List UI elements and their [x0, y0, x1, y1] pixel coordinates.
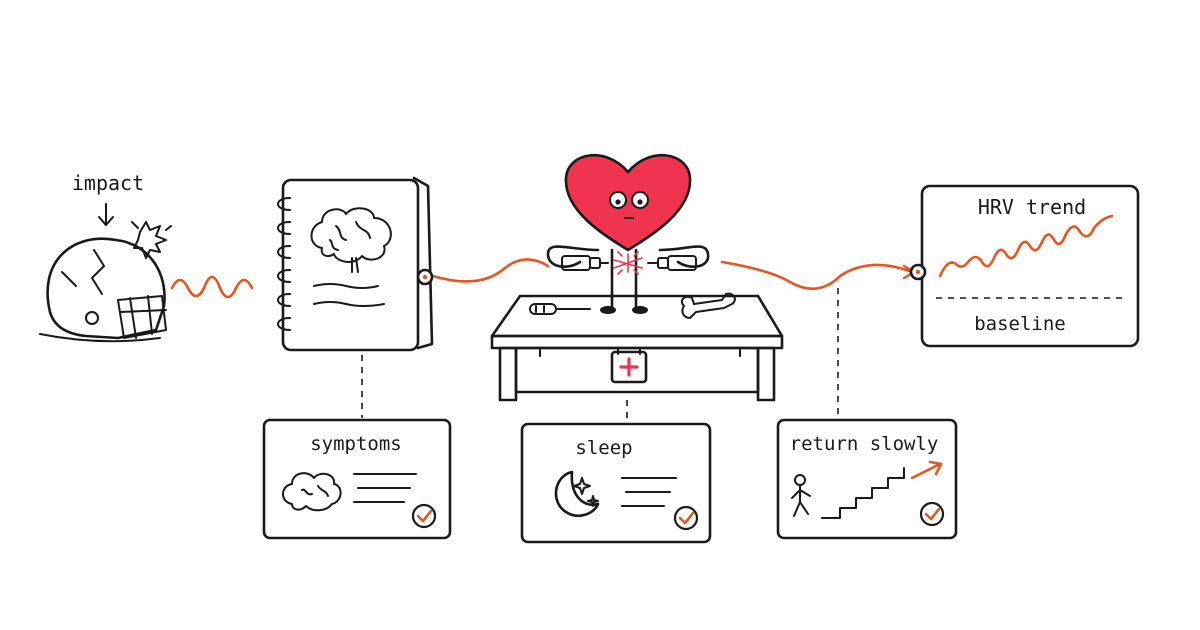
- moon-stars-icon: [554, 470, 600, 517]
- up-right-arrow-icon: [910, 460, 943, 480]
- card-return-slowly-title: return slowly: [790, 433, 939, 455]
- walking-person-icon: [791, 474, 811, 517]
- card-sleep: sleep: [520, 422, 712, 544]
- spiral-notebook-icon: [277, 176, 434, 352]
- card-symptoms: symptoms: [262, 418, 452, 540]
- hrv-trend-title: HRV trend: [978, 195, 1086, 219]
- impact-label: impact: [72, 171, 144, 195]
- card-return-slowly: return slowly: [776, 418, 958, 540]
- wrench-icon: [680, 292, 736, 319]
- impact-burst-icon: [131, 221, 172, 259]
- hrv-trend-panel: HRV trend baseline: [909, 184, 1140, 348]
- fog-cloud-icon: [282, 472, 342, 512]
- down-arrow-icon: [98, 203, 114, 226]
- cracked-helmet-icon: [39, 237, 167, 343]
- notebook-rings: [277, 197, 291, 331]
- connector-plug-icon: [561, 251, 697, 275]
- baseline-label: baseline: [974, 313, 1066, 335]
- card-sleep-title: sleep: [575, 437, 632, 459]
- stairs-icon: [821, 467, 905, 519]
- heart-to-chart-wave: [720, 260, 914, 290]
- impact-wave: [170, 275, 254, 299]
- notebook-to-heart-wave: [431, 258, 550, 283]
- screwdriver-icon: [529, 303, 591, 315]
- heart-character-icon: [546, 154, 710, 314]
- checkmark-icon: [919, 501, 945, 527]
- checkmark-icon: [411, 503, 437, 529]
- brain-icon: [310, 207, 392, 273]
- checkmark-icon: [673, 505, 699, 531]
- first-aid-kit-icon: [610, 347, 648, 384]
- workbench: [490, 294, 784, 402]
- dashed-connectors: [361, 288, 839, 420]
- card-symptoms-title: symptoms: [310, 433, 402, 455]
- hrv-trend-line: [938, 214, 1114, 278]
